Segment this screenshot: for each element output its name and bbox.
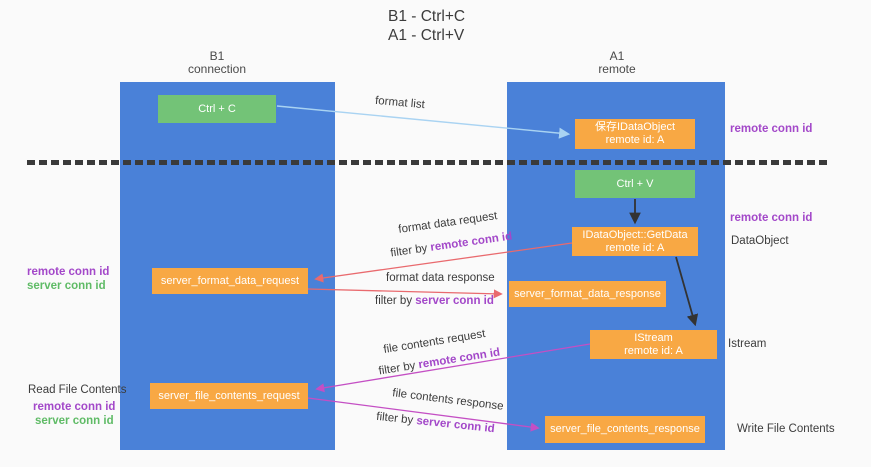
node-ctrl-v: Ctrl + V — [575, 170, 695, 198]
label-format-list: format list — [374, 94, 426, 112]
lane-header-a1: A1 remote — [557, 50, 677, 76]
dashed-separator — [27, 160, 830, 165]
filter-by-text: filter by — [375, 410, 414, 427]
node-server-file-contents-request-label: server_file_contents_request — [158, 389, 300, 402]
remote-conn-id-text: remote conn id — [429, 230, 513, 254]
remote-conn-id-text: remote conn id — [417, 346, 501, 372]
filter-by-text: filter by — [389, 242, 429, 260]
node-save-idataobject-line1: 保存IDataObject — [594, 121, 676, 133]
node-idataobject-getdata-line1: IDataObject::GetData — [582, 228, 688, 241]
node-server-file-contents-response-label: server_file_contents_response — [550, 423, 700, 435]
node-save-idataobject: 保存IDataObject remote id: A — [575, 119, 695, 149]
lane-header-b1: B1 connection — [157, 50, 277, 76]
node-server-format-data-response: server_format_data_response — [509, 281, 666, 307]
side-read-file-contents: Read File Contents — [28, 384, 127, 396]
node-idataobject-getdata-line2: remote id: A — [605, 241, 665, 254]
side-remote-conn-id-left-2: remote conn id — [33, 401, 116, 413]
title-line-b1: B1 - Ctrl+C — [388, 8, 466, 25]
lane-a1-role: remote — [598, 62, 636, 76]
node-server-format-data-request: server_format_data_request — [152, 268, 308, 294]
arrow-format-data-response — [307, 288, 503, 299]
node-istream-line2: remote id: A — [624, 344, 683, 357]
filter-by-text: filter by — [377, 359, 417, 378]
side-remote-conn-id-top: remote conn id — [730, 123, 813, 135]
side-dataobject: DataObject — [731, 235, 789, 247]
title-line-a1: A1 - Ctrl+V — [388, 27, 465, 44]
side-remote-conn-id-mid: remote conn id — [730, 212, 813, 224]
node-server-file-contents-response: server_file_contents_response — [545, 416, 705, 443]
side-remote-conn-id-left-1: remote conn id — [27, 266, 110, 278]
node-istream-line1: IStream — [634, 331, 673, 344]
node-ctrl-v-label: Ctrl + V — [616, 177, 654, 190]
lane-b1-role: connection — [187, 62, 247, 76]
lane-b1-name: B1 — [209, 49, 225, 63]
node-idataobject-getdata: IDataObject::GetData remote id: A — [572, 227, 698, 256]
node-ctrl-c-label: Ctrl + C — [198, 102, 236, 115]
diagram-title: B1 - Ctrl+C A1 - Ctrl+V — [388, 7, 465, 45]
node-ctrl-c: Ctrl + C — [158, 95, 276, 123]
label-filter-by-remote-conn-id-1: filter by remote conn id — [390, 231, 513, 260]
server-conn-id-text: server conn id — [415, 295, 494, 307]
label-filter-by-server-conn-id-2: filter by server conn id — [376, 411, 496, 435]
label-filter-by-server-conn-id-1: filter by server conn id — [375, 295, 494, 307]
filter-by-text: filter by — [375, 295, 413, 307]
label-file-contents-response: file contents response — [391, 387, 505, 413]
side-server-conn-id-left-2: server conn id — [35, 415, 114, 427]
side-server-conn-id-left-1: server conn id — [27, 280, 106, 292]
node-save-idataobject-line2: remote id: A — [605, 134, 665, 146]
node-server-format-data-response-label: server_format_data_response — [514, 287, 661, 300]
label-format-data-response: format data response — [386, 272, 495, 284]
side-istream: Istream — [728, 338, 767, 350]
node-server-format-data-request-label: server_format_data_request — [160, 274, 300, 287]
lane-a1-name: A1 — [609, 49, 625, 63]
side-write-file-contents: Write File Contents — [737, 423, 835, 435]
node-istream: IStream remote id: A — [590, 330, 717, 359]
label-format-data-request: format data request — [397, 210, 499, 236]
node-server-file-contents-request: server_file_contents_request — [150, 383, 308, 409]
server-conn-id-text: server conn id — [415, 415, 496, 436]
